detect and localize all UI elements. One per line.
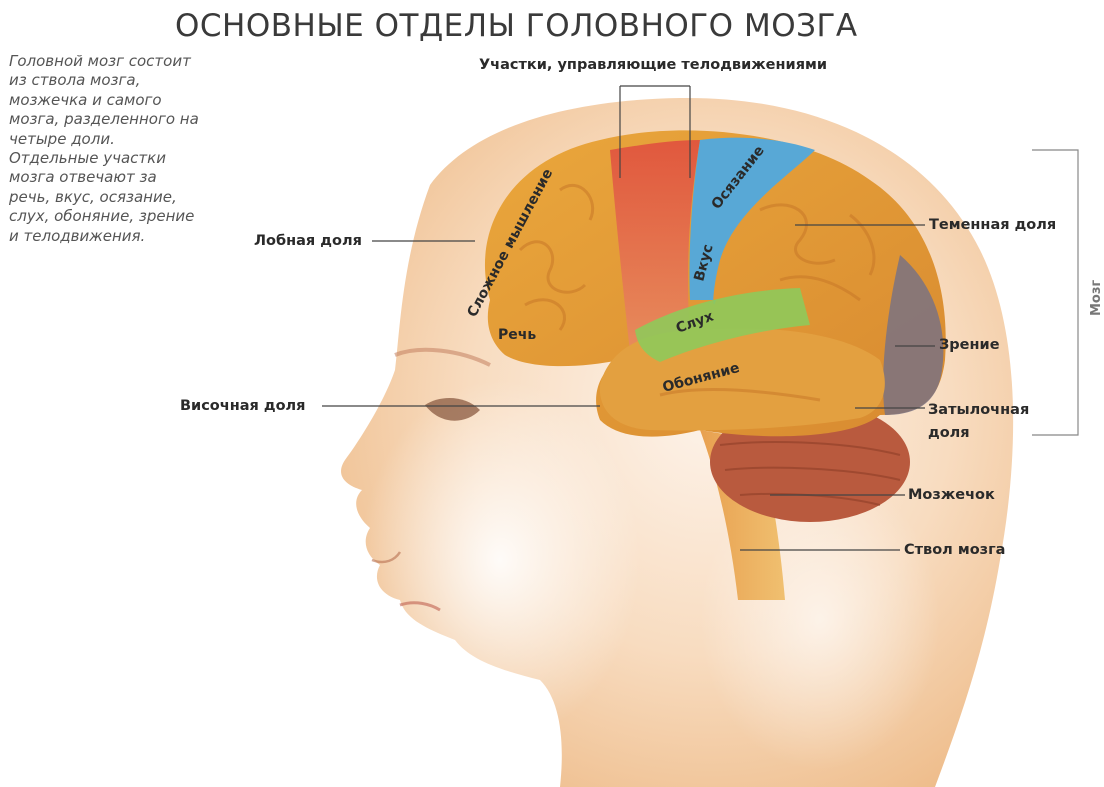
brain-bracket — [1032, 150, 1078, 435]
label-temporal: Височная доля — [180, 398, 306, 414]
label-occipital-2: доля — [928, 425, 970, 441]
label-brainstem: Ствол мозга — [904, 542, 1005, 558]
label-motor: Участки, управляющие телодвижениями — [479, 57, 827, 73]
label-vision: Зрение — [939, 337, 1000, 353]
glow-spot — [360, 380, 640, 740]
label-parietal: Теменная доля — [929, 217, 1056, 233]
label-occipital-1: Затылочная — [928, 402, 1029, 418]
region-speech: Речь — [498, 327, 536, 343]
label-frontal: Лобная доля — [254, 233, 362, 249]
label-cerebellum: Мозжечок — [908, 487, 995, 503]
label-brain: Мозг — [1089, 280, 1104, 316]
